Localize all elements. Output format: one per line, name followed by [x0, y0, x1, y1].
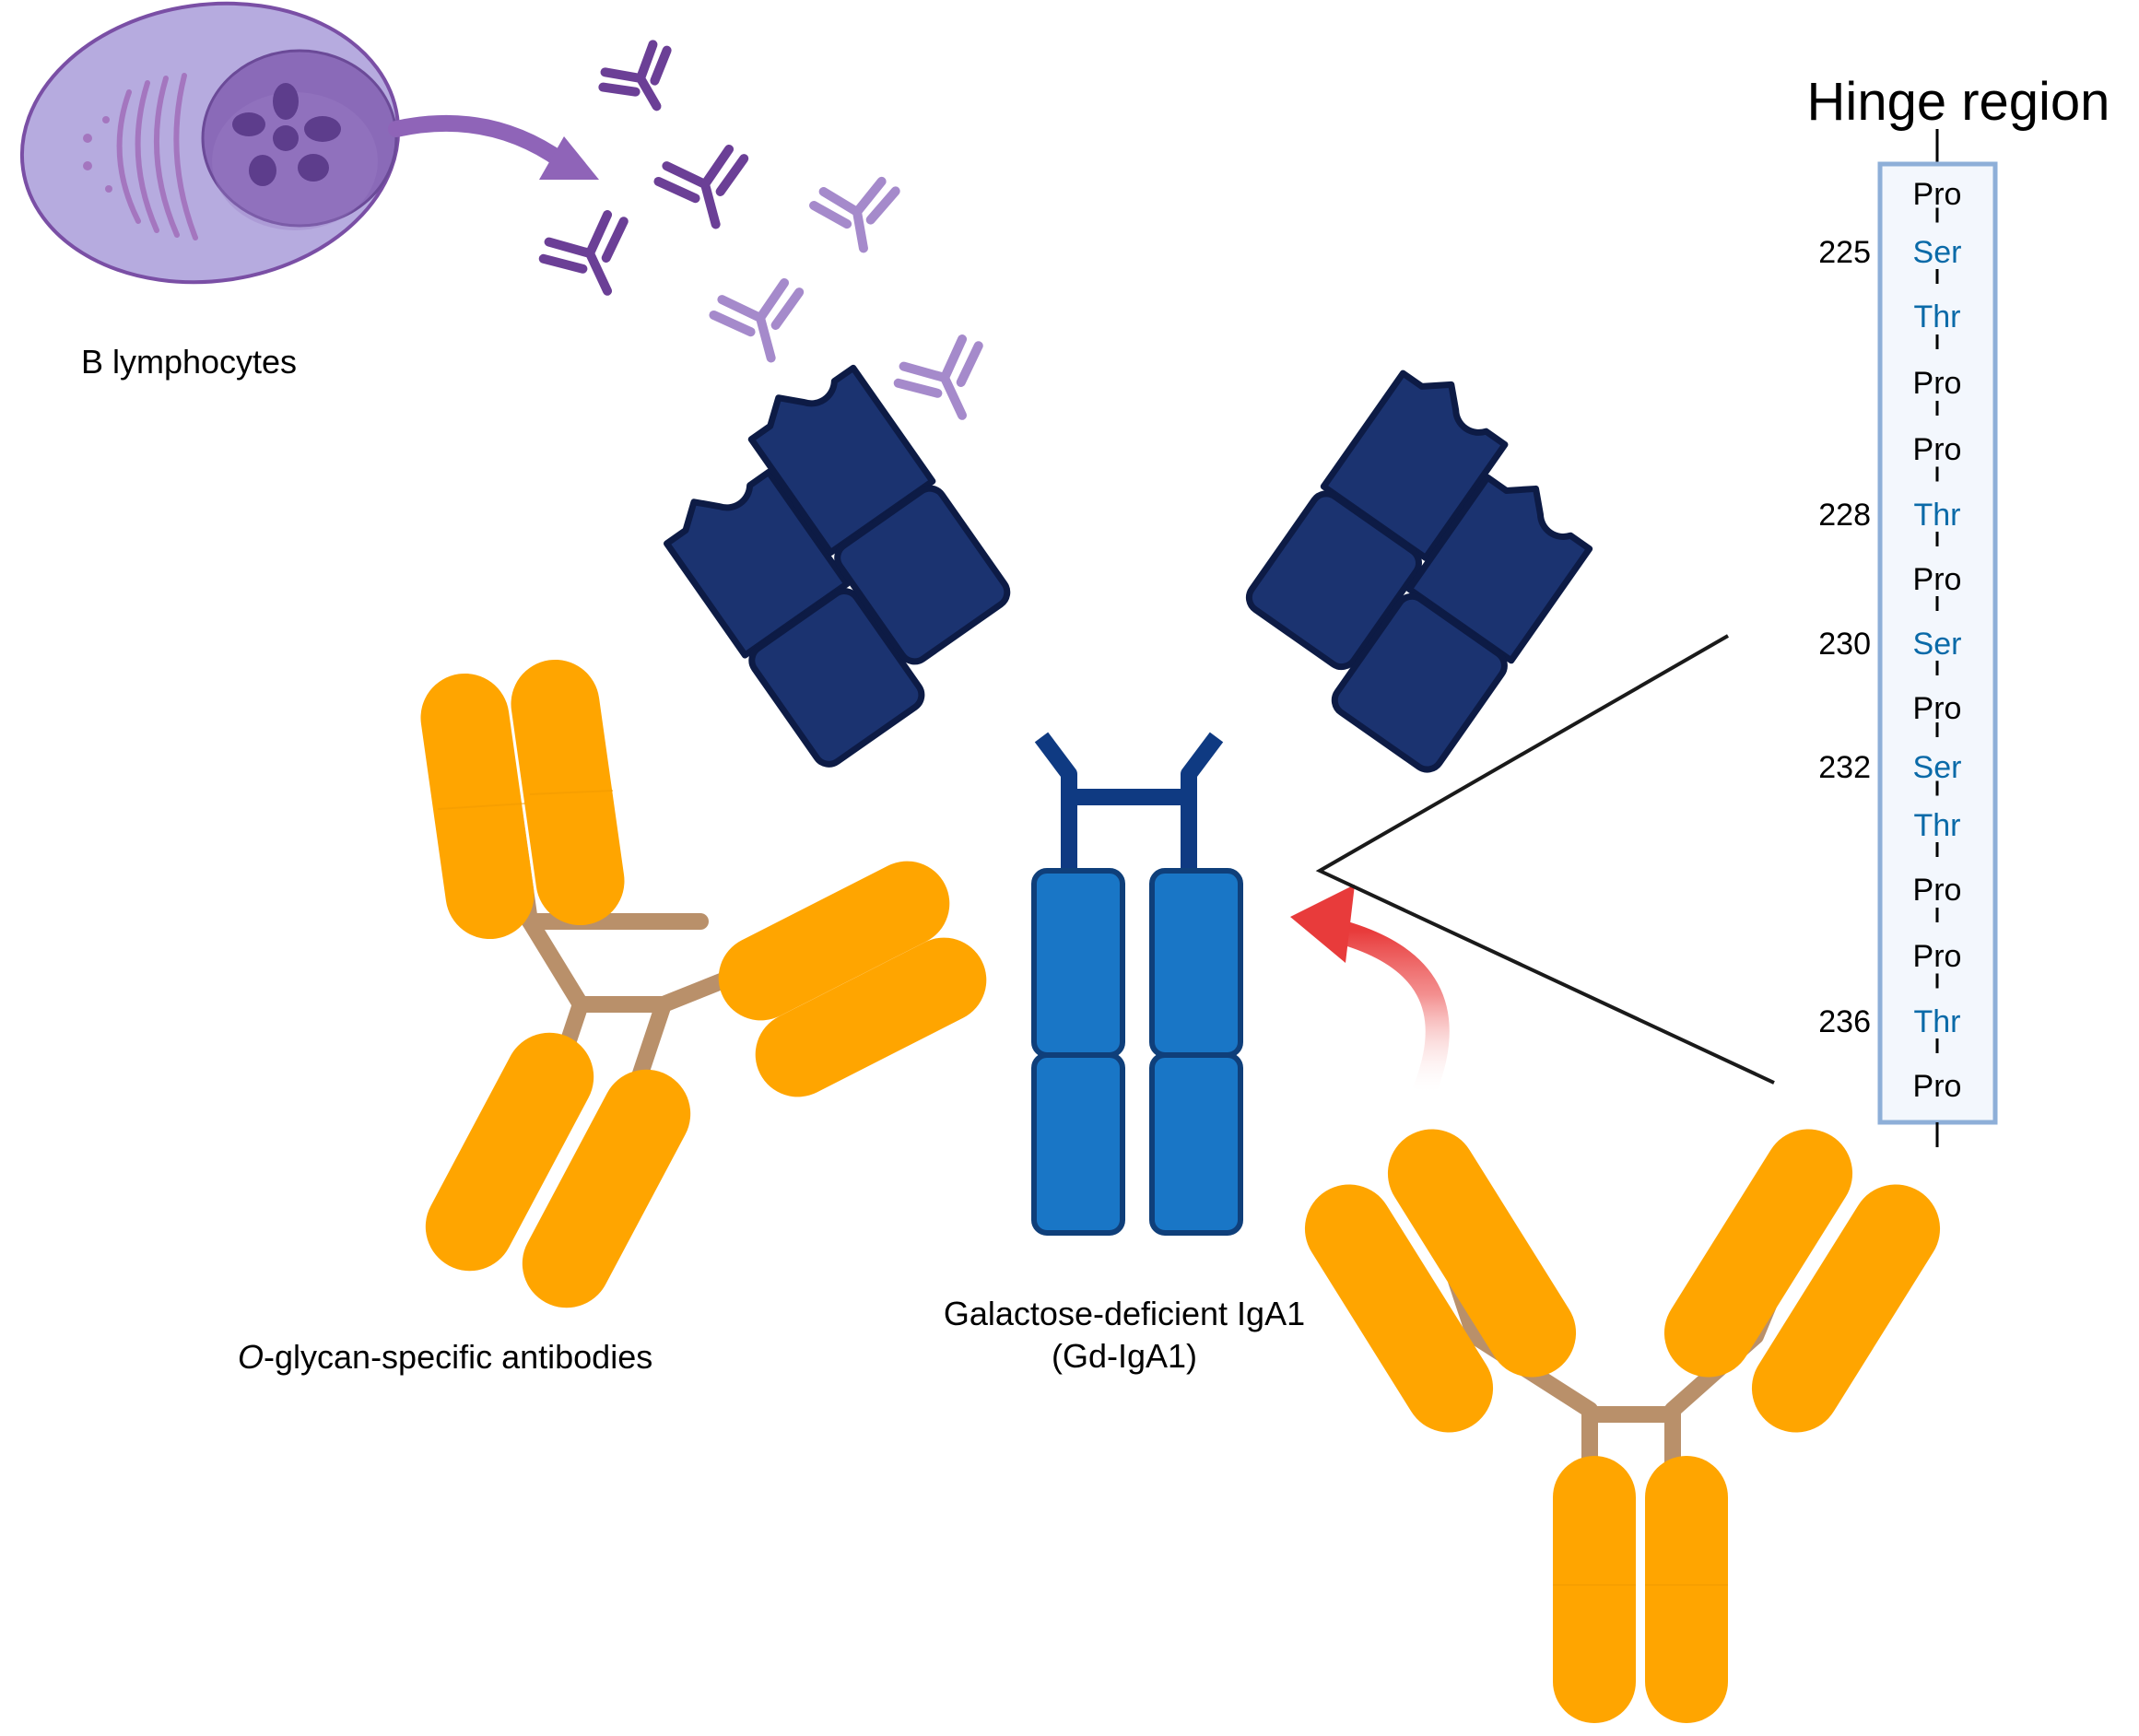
hinge-residue-thr: Thr	[1914, 299, 1961, 334]
hinge-residue-number: 236	[1818, 1004, 1871, 1039]
hinge-residue-pro: Pro	[1913, 691, 1962, 726]
small-antibody	[598, 40, 672, 111]
hinge-residue-pro: Pro	[1913, 562, 1962, 597]
small-antibody	[709, 277, 805, 363]
hinge-residue-pro: Pro	[1913, 1069, 1962, 1104]
gd-iga1-label-line1: Galactose-deficient IgA1	[944, 1295, 1305, 1332]
hinge-residue-pro: Pro	[1913, 873, 1962, 908]
secreted-antibodies	[538, 40, 983, 420]
hinge-region-panel: ProSer225ThrProProThr228ProSer230ProSer2…	[1818, 129, 1998, 1147]
small-antibody	[653, 144, 749, 229]
small-antibody	[893, 334, 983, 420]
nucleolus	[232, 83, 341, 186]
gd-iga1-fab-right	[1245, 369, 1593, 773]
hinge-residue-thr: Thr	[1914, 808, 1961, 843]
gd-iga1-fc	[1031, 868, 1243, 1236]
hinge-residue-number: 230	[1818, 627, 1871, 662]
hinge-residue-pro: Pro	[1913, 939, 1962, 974]
hinge-residue-number: 232	[1818, 750, 1871, 785]
hinge-residue-thr: Thr	[1914, 1004, 1961, 1039]
b-lymphocyte-cell	[19, 1, 401, 285]
secretion-arrow	[388, 114, 599, 180]
small-antibody	[538, 210, 629, 296]
hinge-region-title: Hinge region	[1807, 72, 2110, 132]
hinge-region-box	[1877, 161, 1998, 1125]
hinge-residue-ser: Ser	[1913, 627, 1962, 662]
gd-iga1-fab-left	[664, 364, 1011, 768]
hinge-residue-number: 225	[1818, 235, 1871, 270]
small-antibody	[809, 176, 900, 253]
o-glycan-antibodies-label: O-glycan-specific antibodies	[238, 1338, 652, 1376]
gd-iga1-antibody	[664, 364, 1593, 1236]
hinge-residue-pro: Pro	[1913, 177, 1962, 212]
b-lymphocytes-label: B lymphocytes	[81, 343, 297, 381]
hinge-residue-number: 228	[1818, 498, 1871, 533]
hinge-residue-thr: Thr	[1914, 498, 1961, 533]
binding-arrow	[1290, 885, 1450, 1097]
zoom-lines	[1315, 634, 1775, 1085]
hinge-residue-pro: Pro	[1913, 366, 1962, 401]
hinge-residue-ser: Ser	[1913, 235, 1962, 270]
hinge-residue-ser: Ser	[1913, 750, 1962, 785]
gd-iga1-label-line2: (Gd-IgA1)	[1052, 1337, 1197, 1375]
hinge-residue-pro: Pro	[1913, 432, 1962, 467]
o-glycan-antibody-right	[1304, 1129, 1941, 1723]
o-glycan-antibody-left	[420, 659, 987, 1308]
